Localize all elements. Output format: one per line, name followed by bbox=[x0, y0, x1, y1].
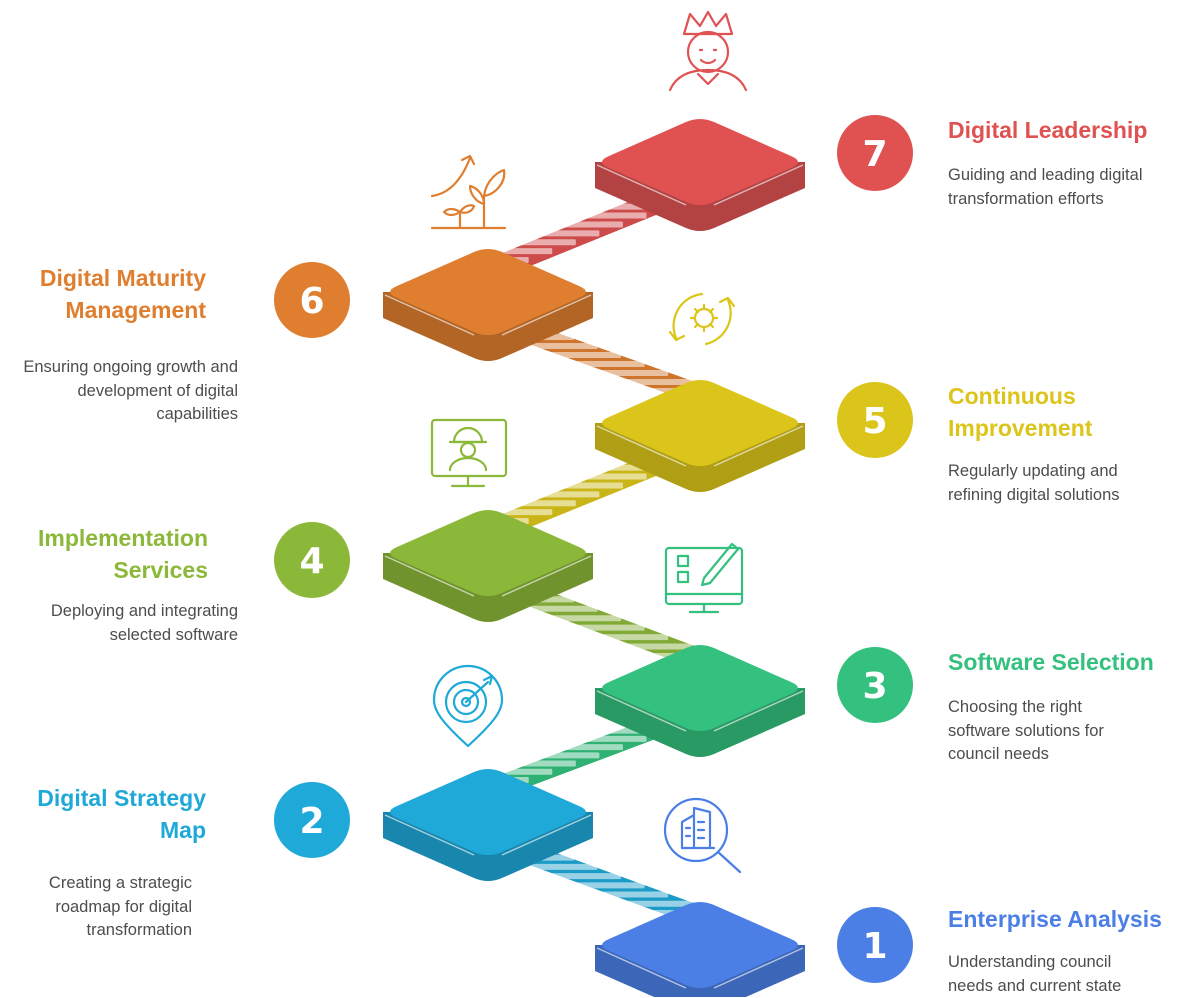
step-1-number: 1 bbox=[862, 926, 887, 967]
platform-step-6 bbox=[383, 249, 593, 361]
step-7-description: Guiding and leading digital transformati… bbox=[948, 166, 1143, 208]
step-7-badge: 7 bbox=[837, 115, 913, 191]
step-7-label: Digital Leadership Guiding and leading d… bbox=[948, 114, 1180, 211]
step-6-description: Ensuring ongoing growth and development … bbox=[23, 358, 238, 423]
step-6-label: Digital Maturity Management Ensuring ong… bbox=[6, 262, 238, 427]
step-2-number: 2 bbox=[299, 801, 324, 842]
step-3-badge: 3 bbox=[837, 647, 913, 723]
step-1-label: Enterprise Analysis Understanding counci… bbox=[948, 903, 1180, 998]
step-6-number: 6 bbox=[299, 281, 324, 322]
step-2-label: Digital Strategy Map Creating a strategi… bbox=[6, 782, 238, 943]
step-1-description: Understanding council needs and current … bbox=[948, 953, 1122, 995]
growing-plant-icon bbox=[430, 154, 507, 230]
building-magnifier-icon bbox=[663, 797, 742, 874]
step-4-description: Deploying and integrating selected softw… bbox=[50, 602, 238, 644]
step-6-title: Digital Maturity Management bbox=[39, 265, 206, 323]
step-7-number: 7 bbox=[862, 134, 887, 175]
step-1-title: Enterprise Analysis bbox=[948, 906, 1162, 932]
platform-step-7 bbox=[595, 119, 805, 231]
step-5-badge: 5 bbox=[837, 382, 913, 458]
cycle-gear-icon bbox=[668, 292, 736, 346]
target-pin-icon bbox=[432, 664, 504, 748]
step-6-badge: 6 bbox=[274, 262, 350, 338]
step-4-number: 4 bbox=[299, 541, 324, 582]
step-4-badge: 4 bbox=[274, 522, 350, 598]
monitor-engineer-icon bbox=[430, 418, 508, 488]
step-5-label: Continuous Improvement Regularly updatin… bbox=[948, 380, 1180, 507]
platform-step-1 bbox=[595, 902, 805, 997]
step-4-title: Implementation Services bbox=[38, 525, 208, 583]
step-1-badge: 1 bbox=[837, 907, 913, 983]
step-7-title: Digital Leadership bbox=[948, 117, 1148, 143]
step-4-label: Implementation Services Deploying and in… bbox=[6, 522, 238, 647]
step-5-title: Continuous Improvement bbox=[948, 383, 1093, 441]
step-3-title: Software Selection bbox=[948, 649, 1154, 675]
step-3-label: Software Selection Choosing the right so… bbox=[948, 646, 1180, 767]
step-2-title: Digital Strategy Map bbox=[37, 785, 206, 843]
monitor-checklist-icon bbox=[664, 542, 744, 614]
step-2-description: Creating a strategic roadmap for digital… bbox=[48, 874, 192, 939]
step-5-number: 5 bbox=[862, 401, 887, 442]
crowned-person-icon bbox=[668, 10, 748, 92]
platform-step-2 bbox=[383, 769, 593, 881]
platform-step-4 bbox=[383, 510, 593, 622]
platform-step-5 bbox=[595, 380, 805, 492]
platform-step-3 bbox=[595, 645, 805, 757]
step-3-description: Choosing the right software solutions fo… bbox=[948, 698, 1104, 763]
step-2-badge: 2 bbox=[274, 782, 350, 858]
step-3-number: 3 bbox=[862, 666, 887, 707]
step-5-description: Regularly updating and refining digital … bbox=[948, 462, 1120, 504]
